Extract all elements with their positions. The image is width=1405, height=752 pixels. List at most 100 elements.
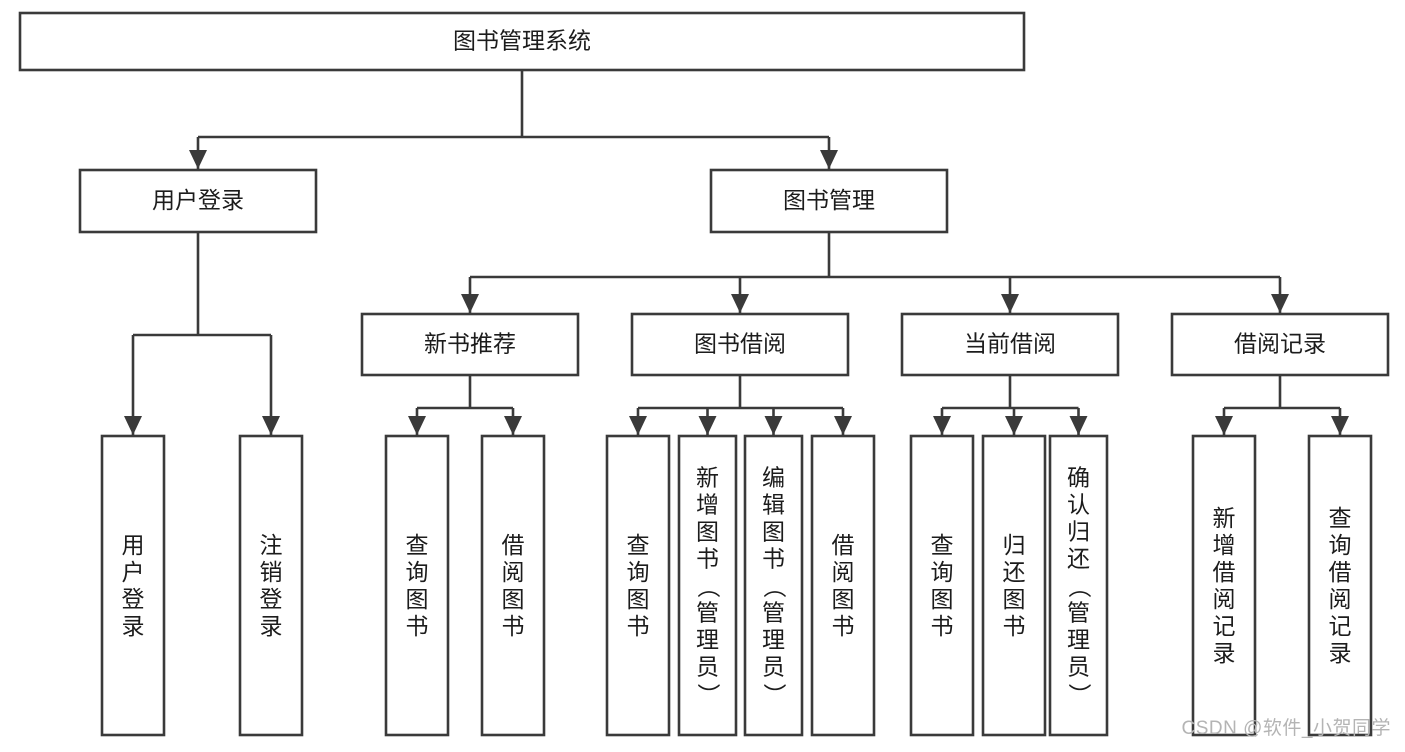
node-label-char: 管	[762, 600, 785, 626]
node-label-char: 编	[762, 465, 785, 491]
node-label-char: 借	[502, 532, 525, 558]
node-box[interactable]	[709, 168, 949, 234]
node-label-char: 增	[1213, 532, 1236, 558]
node-label-char: 理	[1067, 627, 1090, 653]
node-box[interactable]	[384, 434, 450, 737]
node-new-book-recommend[interactable]: 新书推荐	[360, 312, 580, 377]
node-box[interactable]	[1307, 434, 1373, 737]
node-label-char: 录	[1329, 640, 1352, 666]
node-borrow-records[interactable]: 借阅记录	[1170, 312, 1390, 377]
arrow-head-icon	[408, 416, 426, 435]
node-label-char: 用	[122, 532, 145, 558]
node-label-char: 还	[1003, 559, 1026, 585]
arrow-head-icon	[189, 150, 207, 169]
node-label-char: 登	[260, 586, 283, 612]
node-label-char: 询	[406, 559, 429, 585]
arrow-head-icon	[262, 416, 280, 435]
arrow-head-icon	[461, 294, 479, 313]
node-label-char: 确	[1067, 465, 1090, 491]
node-box[interactable]	[630, 312, 850, 377]
node-box[interactable]	[480, 434, 546, 737]
node-label-char: 员	[762, 654, 785, 680]
node-box[interactable]	[810, 434, 876, 737]
node-label-char: ）	[696, 683, 722, 706]
node-leaf-user-login[interactable]: 用户登录	[100, 434, 166, 737]
node-label-char: 员	[696, 654, 719, 680]
node-label-char: 录	[260, 613, 283, 639]
node-label: 借阅记录	[1234, 331, 1326, 357]
node-current-borrow[interactable]: 当前借阅	[900, 312, 1120, 377]
node-box[interactable]	[18, 11, 1026, 72]
node-box[interactable]	[909, 434, 975, 737]
node-box[interactable]	[1170, 312, 1390, 377]
node-layer: 图书管理系统用户登录图书管理新书推荐图书借阅当前借阅借阅记录用户登录注销登录查询…	[18, 11, 1390, 737]
node-label-char: （	[1067, 575, 1093, 598]
node-book-borrow[interactable]: 图书借阅	[630, 312, 850, 377]
arrow-head-icon	[124, 416, 142, 435]
node-label-char: 辑	[762, 492, 785, 518]
arrow-head-icon	[933, 416, 951, 435]
node-label: 图书管理	[783, 187, 875, 213]
node-label-char: 书	[1003, 613, 1026, 639]
node-label-char: 录	[1213, 640, 1236, 666]
node-box[interactable]	[677, 434, 738, 737]
node-box[interactable]	[981, 434, 1047, 737]
node-label-char: 阅	[1213, 586, 1236, 612]
node-label-char: 书	[931, 613, 954, 639]
node-label-char: 理	[696, 627, 719, 653]
node-user-login[interactable]: 用户登录	[78, 168, 318, 234]
node-box[interactable]	[1191, 434, 1257, 737]
node-label: 图书借阅	[694, 331, 786, 357]
node-label-char: 登	[122, 586, 145, 612]
arrow-head-icon	[504, 416, 522, 435]
node-label-char: 图	[1003, 586, 1026, 612]
node-label-char: 图	[931, 586, 954, 612]
node-label-char: 归	[1003, 532, 1026, 558]
node-label-char: （	[762, 575, 788, 598]
node-label-char: 查	[931, 532, 954, 558]
node-box[interactable]	[100, 434, 166, 737]
connector-layer	[124, 70, 1349, 435]
node-box[interactable]	[78, 168, 318, 234]
node-label-char: 记	[1329, 613, 1352, 639]
node-label-char: 图	[832, 586, 855, 612]
node-root-root[interactable]: 图书管理系统	[18, 11, 1026, 72]
node-label-char: ）	[762, 683, 788, 706]
node-label: 新书推荐	[424, 331, 516, 357]
node-box[interactable]	[238, 434, 304, 737]
node-label-char: 管	[1067, 600, 1090, 626]
node-book-management[interactable]: 图书管理	[709, 168, 949, 234]
arrow-head-icon	[1069, 416, 1088, 435]
node-label-char: 书	[696, 546, 719, 572]
node-label-char: 书	[502, 613, 525, 639]
node-label-char: 还	[1067, 546, 1090, 572]
arrow-head-icon	[1005, 416, 1023, 435]
node-box[interactable]	[605, 434, 671, 737]
node-label-char: 图	[762, 519, 785, 545]
node-label-char: 认	[1067, 492, 1090, 518]
node-box[interactable]	[1048, 434, 1109, 737]
node-label-char: 归	[1067, 519, 1090, 545]
node-label-char: 借	[1329, 559, 1352, 585]
node-box[interactable]	[900, 312, 1120, 377]
node-box[interactable]	[743, 434, 804, 737]
node-label-char: 借	[1213, 559, 1236, 585]
arrow-head-icon	[731, 294, 749, 313]
node-box[interactable]	[360, 312, 580, 377]
arrow-head-icon	[1215, 416, 1233, 435]
node-label-char: 阅	[1329, 586, 1352, 612]
